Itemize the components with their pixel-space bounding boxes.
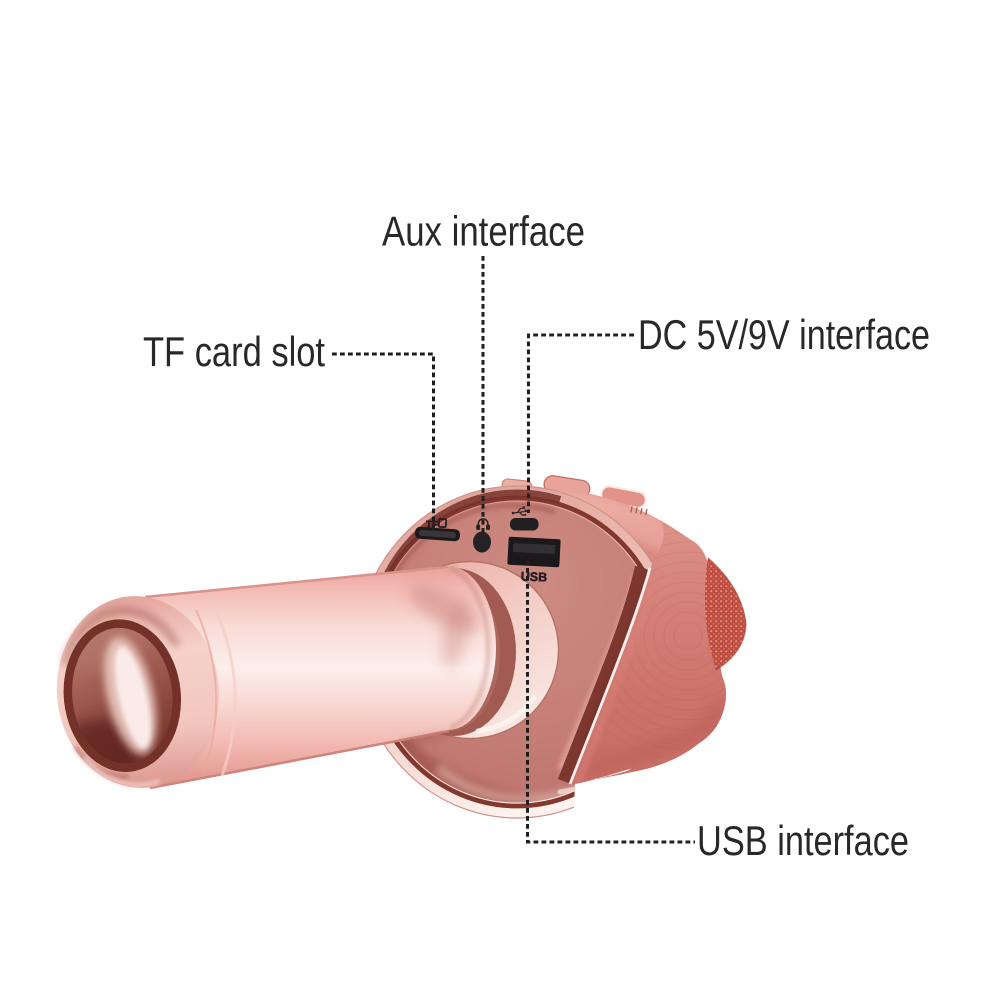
svg-text:DC 5V/9V interface: DC 5V/9V interface bbox=[638, 311, 930, 358]
svg-text:USB: USB bbox=[521, 570, 548, 585]
svg-text:TF card slot: TF card slot bbox=[143, 328, 325, 375]
svg-text:TF: TF bbox=[426, 519, 439, 531]
svg-text:Aux interface: Aux interface bbox=[382, 208, 585, 255]
svg-text:USB interface: USB interface bbox=[697, 817, 909, 864]
